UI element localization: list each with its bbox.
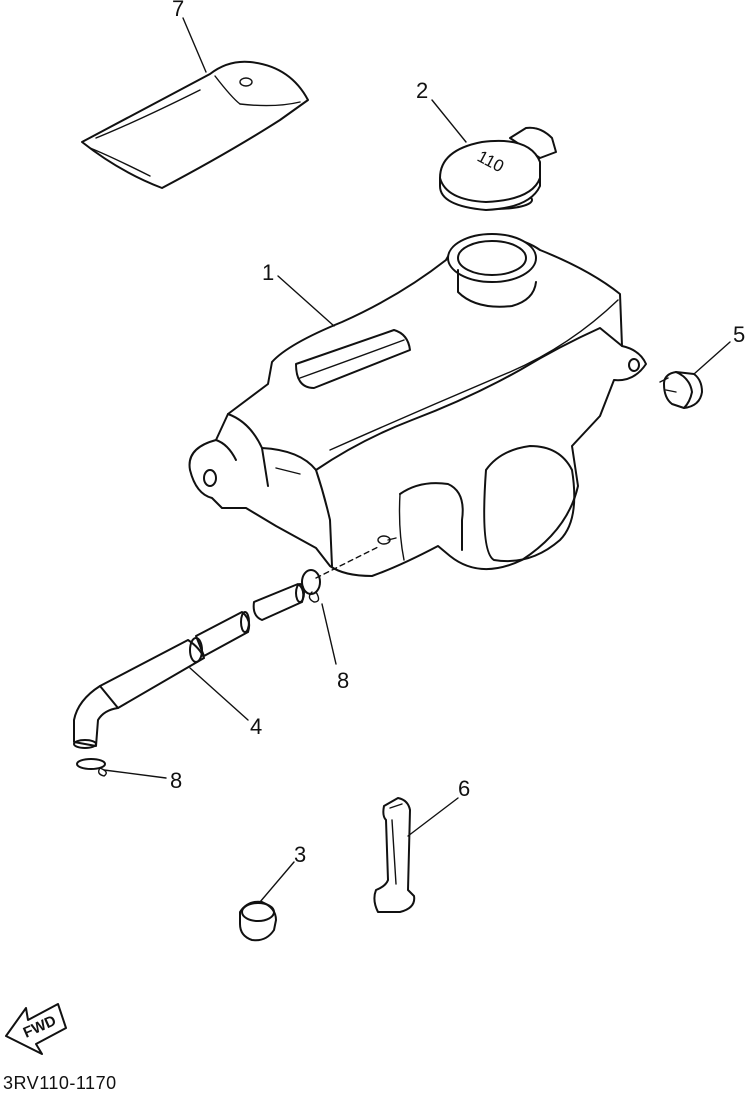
callout-6: 6 xyxy=(458,776,470,801)
callout-8-upper: 8 xyxy=(337,668,349,693)
leader-8-upper xyxy=(321,603,337,665)
part-5-bolt xyxy=(659,371,703,409)
callout-5: 5 xyxy=(733,322,745,347)
callout-2: 2 xyxy=(416,78,428,103)
leader-2 xyxy=(431,99,467,143)
part-2-filler-cap: 110 xyxy=(439,126,557,211)
callout-8-lower: 8 xyxy=(170,768,182,793)
part-1-oil-tank xyxy=(188,233,647,577)
callout-7: 7 xyxy=(172,0,184,21)
leader-3 xyxy=(259,861,295,903)
leader-8-lower xyxy=(103,769,167,779)
part-4-hose xyxy=(73,583,305,749)
fwd-arrow-icon: FWD xyxy=(5,1003,67,1055)
part-8-clip-upper xyxy=(301,545,381,603)
leader-4 xyxy=(189,667,249,721)
drawing-code: 3RV110-1170 xyxy=(3,1073,117,1093)
leader-5 xyxy=(693,341,731,375)
part-8-clip-lower xyxy=(76,758,107,777)
leader-1 xyxy=(277,275,335,327)
part-6-band xyxy=(373,797,416,913)
leader-6 xyxy=(407,797,459,837)
callout-1: 1 xyxy=(262,260,274,285)
callout-3: 3 xyxy=(294,842,306,867)
part-3-grommet xyxy=(239,900,277,942)
part-7-seal-pad xyxy=(81,60,309,189)
leader-7 xyxy=(182,17,207,73)
callout-4: 4 xyxy=(250,714,262,739)
